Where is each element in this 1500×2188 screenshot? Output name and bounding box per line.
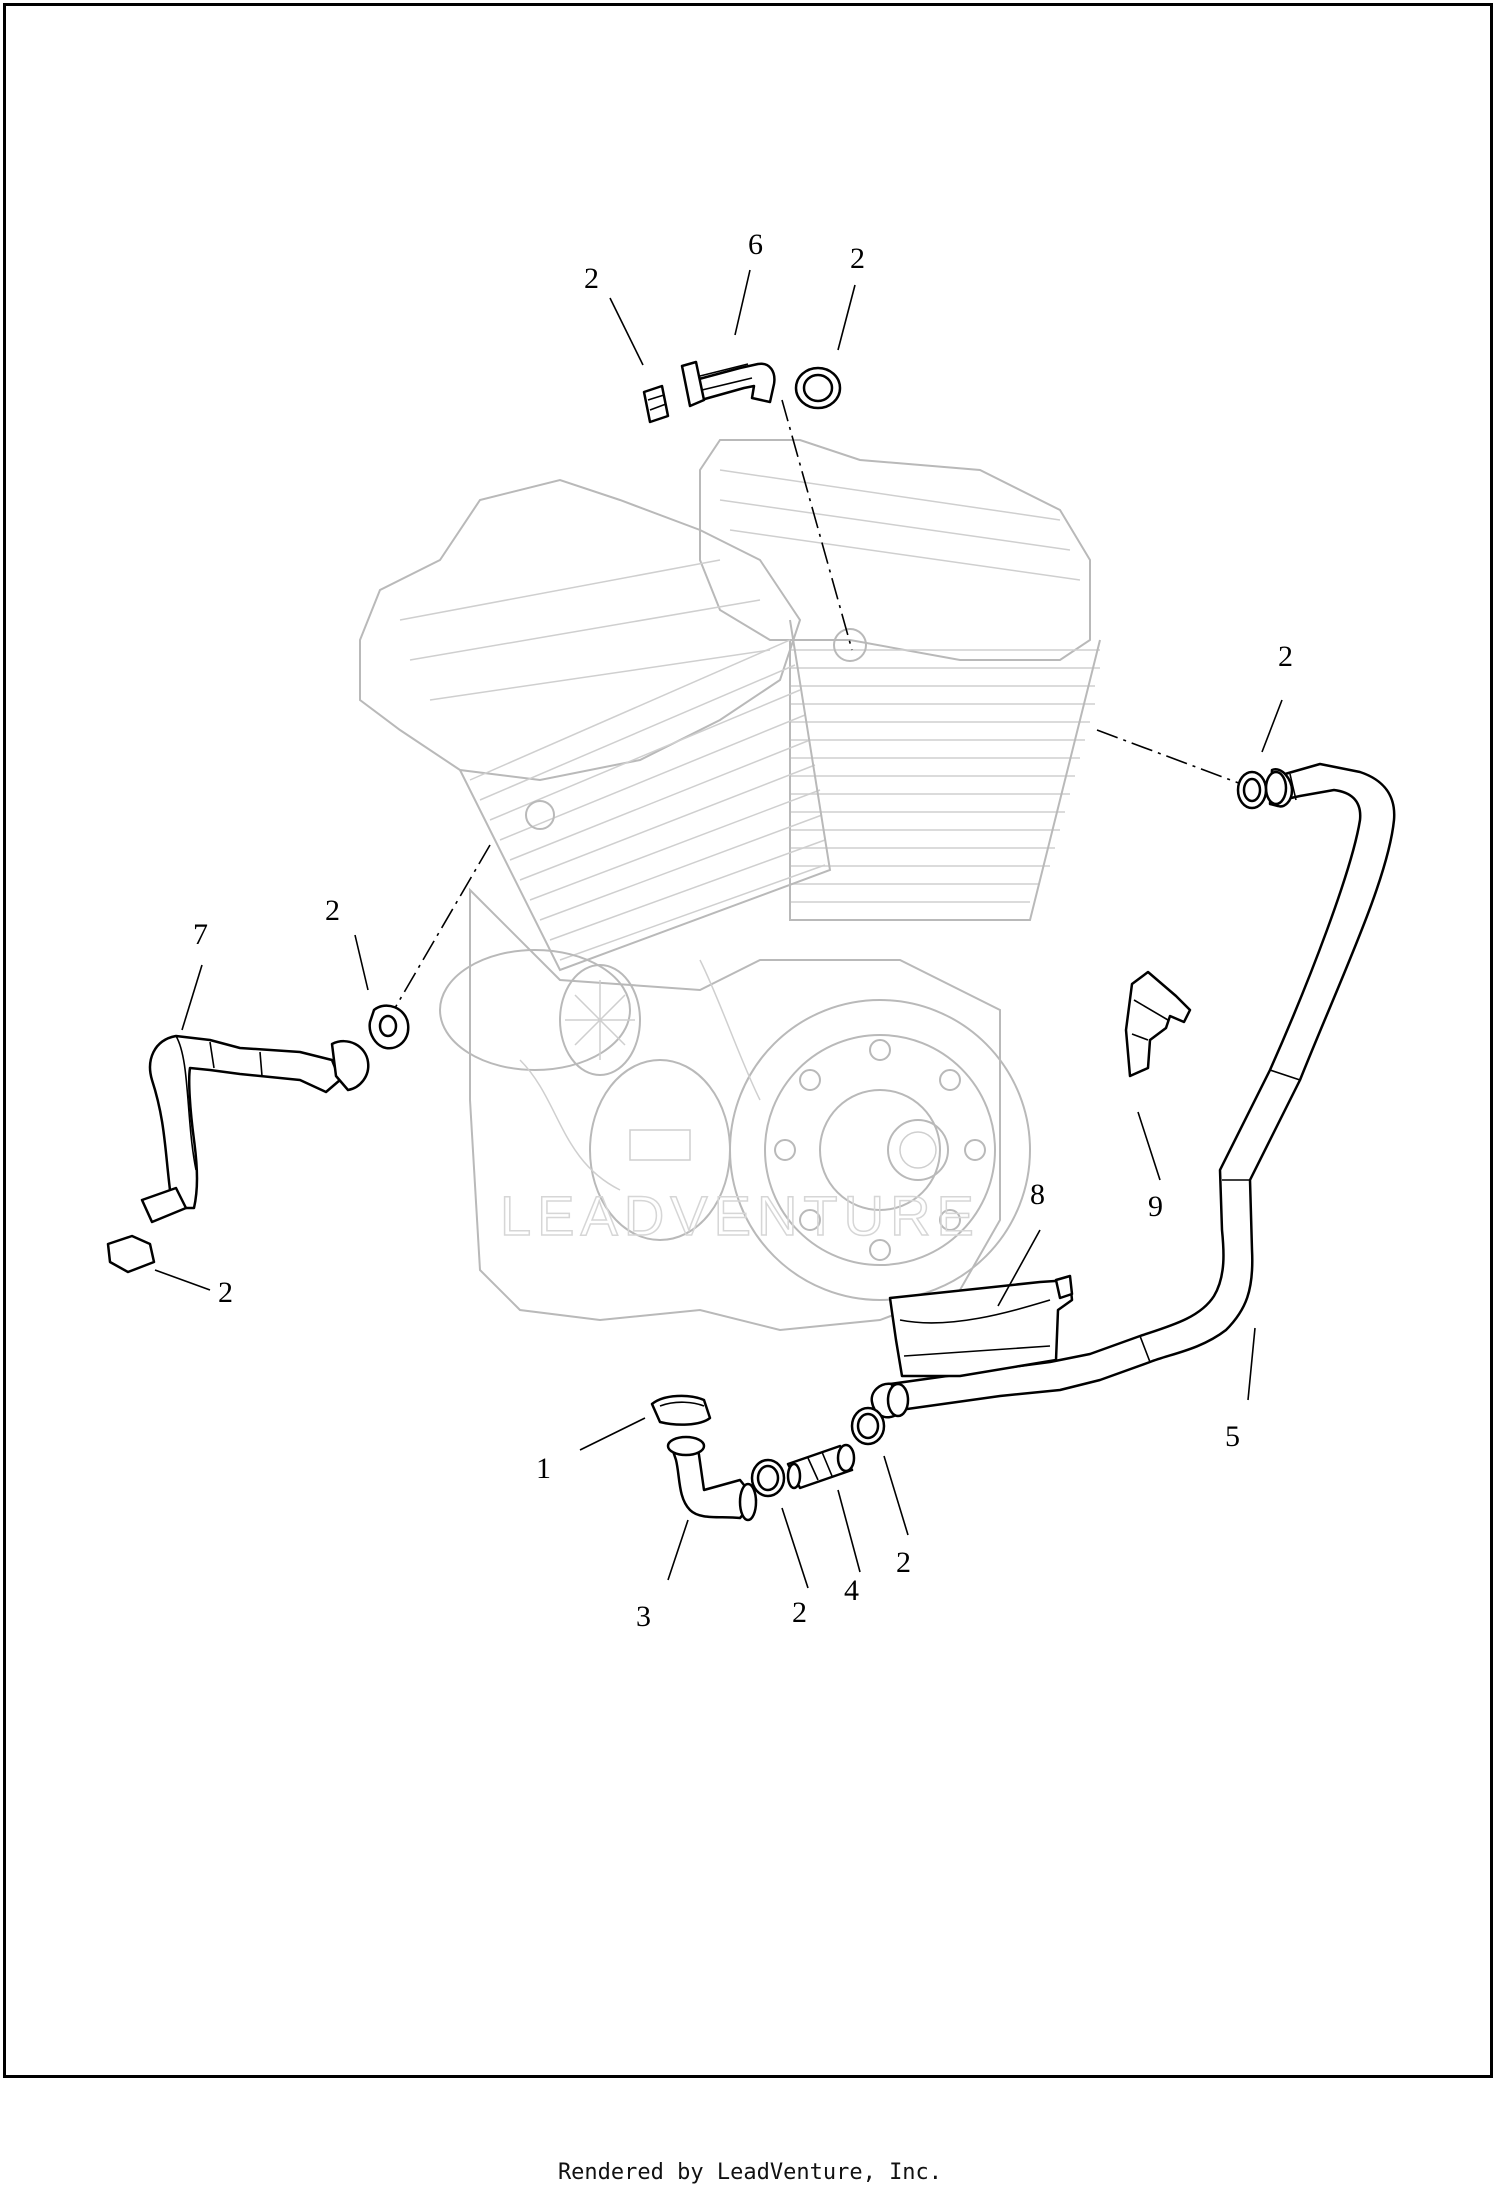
callout-2: 2 [1278, 640, 1293, 673]
clamp-lower-2 [850, 1406, 886, 1446]
footer-credit: Rendered by LeadVenture, Inc. [557, 2160, 943, 2185]
callout-4: 4 [844, 1574, 859, 1607]
assembly-lines [387, 399, 1253, 1021]
leader-lines [154, 269, 1283, 1589]
callout-2: 2 [325, 894, 340, 927]
lower-hose-assembly [650, 1394, 886, 1522]
callout-2: 2 [584, 262, 599, 295]
callout-9: 9 [1148, 1190, 1163, 1223]
callout-2: 2 [896, 1546, 911, 1579]
watermark: LEADVENTURE [500, 1184, 980, 1247]
clutch-bolts [774, 1039, 986, 1261]
clamp-right-upper [1236, 770, 1268, 810]
engine-illustration: LEADVENTURE [359, 439, 1101, 1332]
callout-2: 2 [218, 1276, 233, 1309]
callout-2: 2 [792, 1596, 807, 1629]
callout-7: 7 [193, 918, 208, 951]
callout-1: 1 [536, 1452, 551, 1485]
part-8-bracket [888, 1274, 1074, 1378]
clamp-left-lower [106, 1234, 156, 1274]
part-1-clamp [650, 1394, 712, 1426]
clamp-top-right [794, 366, 842, 410]
part-5-hose [870, 762, 1396, 1419]
clamp-left-upper [368, 1004, 410, 1050]
callout-numbers: 2 6 2 2 2 7 2 8 9 5 1 3 2 4 2 [193, 228, 1293, 1633]
callout-8: 8 [1030, 1178, 1045, 1211]
part-6-hose-assembly [642, 360, 842, 424]
callout-3: 3 [636, 1600, 651, 1633]
part-4-connector [786, 1443, 856, 1490]
rear-cylinder-fins [789, 639, 1101, 921]
diagram-frame [3, 3, 1493, 2078]
part-7-hose-assembly [106, 1004, 410, 1274]
clamp-top-left [642, 384, 670, 424]
callout-5: 5 [1225, 1420, 1240, 1453]
callout-6: 6 [748, 228, 763, 261]
part-3-elbow [666, 1435, 758, 1522]
front-cylinder-fins [459, 619, 832, 972]
starter-starburst [565, 980, 635, 1060]
part-9-clip [1124, 970, 1192, 1078]
callout-2: 2 [850, 242, 865, 275]
clamp-lower-1 [750, 1458, 786, 1498]
